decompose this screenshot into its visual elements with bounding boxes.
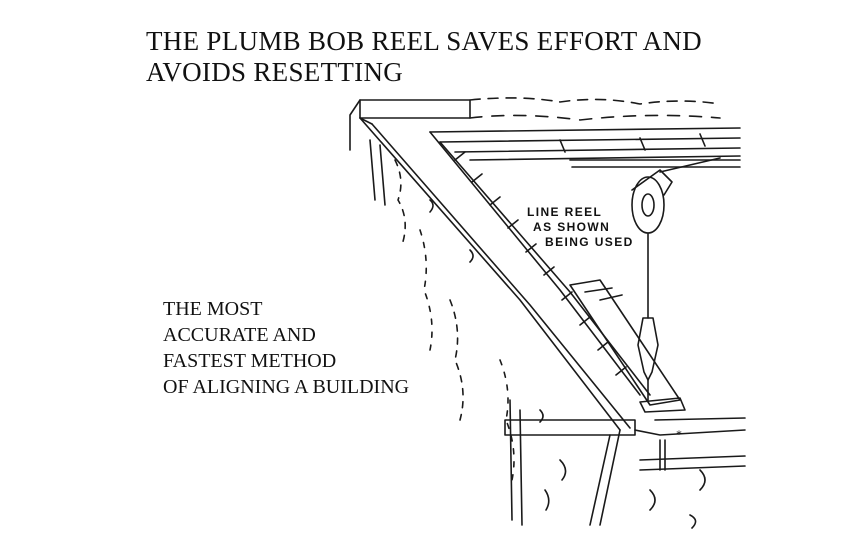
plank: [569, 279, 686, 413]
title-line-1: THE PLUMB BOB REEL SAVES EFFORT AND: [146, 26, 702, 56]
side-wall: [349, 99, 651, 481]
line-reel-label: LINE REEL AS SHOWN BEING USED: [527, 205, 634, 250]
batter-board: [504, 399, 746, 529]
line-reel-icon: [631, 169, 673, 319]
caption-line-2: ACCURATE AND: [163, 324, 316, 346]
diagram-caption: THE MOST ACCURATE AND FASTEST METHOD OF …: [163, 296, 409, 400]
reel-label-line-2: AS SHOWN: [533, 220, 611, 234]
caption-line-1: THE MOST: [163, 298, 263, 320]
far-wall: [359, 97, 741, 161]
asterisk-marker: *: [676, 427, 682, 441]
reel-label-line-3: BEING USED: [545, 235, 634, 249]
reel-label-line-1: LINE REEL: [527, 205, 603, 219]
caption-line-4: OF ALIGNING A BUILDING: [163, 376, 410, 398]
title-line-2: AVOIDS RESETTING: [146, 57, 404, 87]
diagram-title: THE PLUMB BOB REEL SAVES EFFORT AND AVOI…: [146, 26, 702, 88]
caption-line-3: FASTEST METHOD: [163, 350, 337, 372]
cross-beam: [569, 157, 741, 173]
plumb-bob-icon: [637, 317, 659, 401]
